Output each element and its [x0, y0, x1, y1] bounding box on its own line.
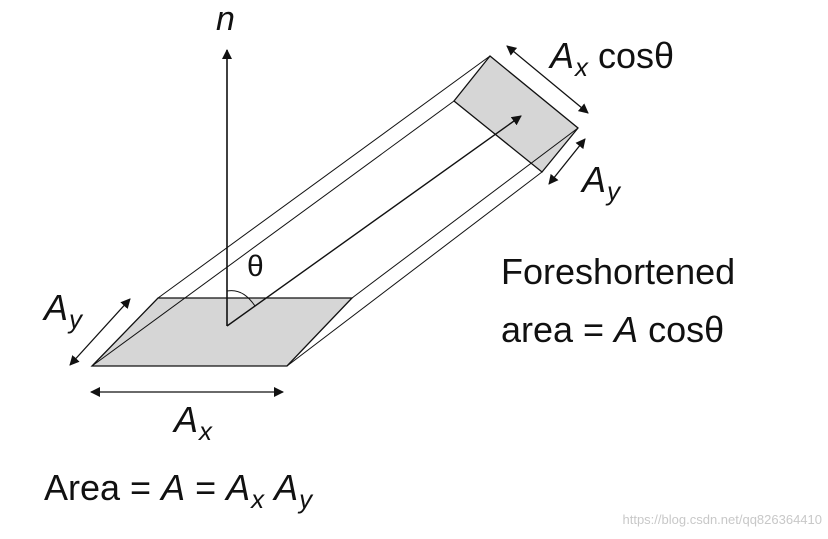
base-width-symbol: A	[174, 399, 199, 440]
base-area-face	[90, 297, 354, 367]
top-width-dimension-arrow	[506, 45, 589, 114]
base-depth-label: Ay	[44, 287, 82, 334]
foreshortened-line-2: area = A cosθ	[501, 312, 724, 348]
foreshortened-line-2-symbol: A	[614, 309, 639, 350]
watermark-text: https://blog.csdn.net/qq826364410	[622, 512, 823, 527]
foreshortened-line-2-prefix: area =	[501, 309, 615, 350]
area-equation: Area = A = Ax Ay	[44, 467, 312, 514]
theta-arc	[226, 290, 256, 307]
view-direction-arrow	[226, 115, 522, 327]
top-depth-symbol: A	[582, 159, 607, 200]
projection-prism-edges	[91, 55, 579, 367]
theta-label: θ	[247, 250, 264, 283]
foreshortened-line-1: Foreshortened	[501, 251, 736, 292]
foreshortened-line-2-suffix: cosθ	[638, 309, 725, 350]
top-depth-dimension-arrow	[548, 138, 586, 185]
area-equation-a2-sub: x	[251, 486, 265, 515]
top-width-subscript: x	[575, 54, 588, 83]
area-equation-eq: =	[185, 467, 227, 508]
area-equation-a3: A	[274, 467, 299, 508]
base-width-label: Ax	[174, 399, 212, 446]
base-depth-subscript: y	[69, 306, 82, 335]
top-width-symbol: A	[550, 35, 575, 76]
base-depth-symbol: A	[44, 287, 69, 328]
area-equation-prefix: Area =	[44, 467, 162, 508]
top-width-suffix: cosθ	[587, 35, 675, 76]
base-depth-dimension-arrow	[69, 298, 131, 366]
area-equation-a1: A	[161, 467, 186, 508]
area-equation-a3-sub: y	[299, 486, 313, 515]
top-width-label: Ax cosθ	[550, 35, 675, 82]
top-depth-label: Ay	[582, 159, 620, 206]
base-width-subscript: x	[199, 418, 212, 447]
top-depth-subscript: y	[607, 178, 620, 207]
area-equation-a2: A	[226, 467, 251, 508]
normal-label: n	[216, 0, 235, 38]
